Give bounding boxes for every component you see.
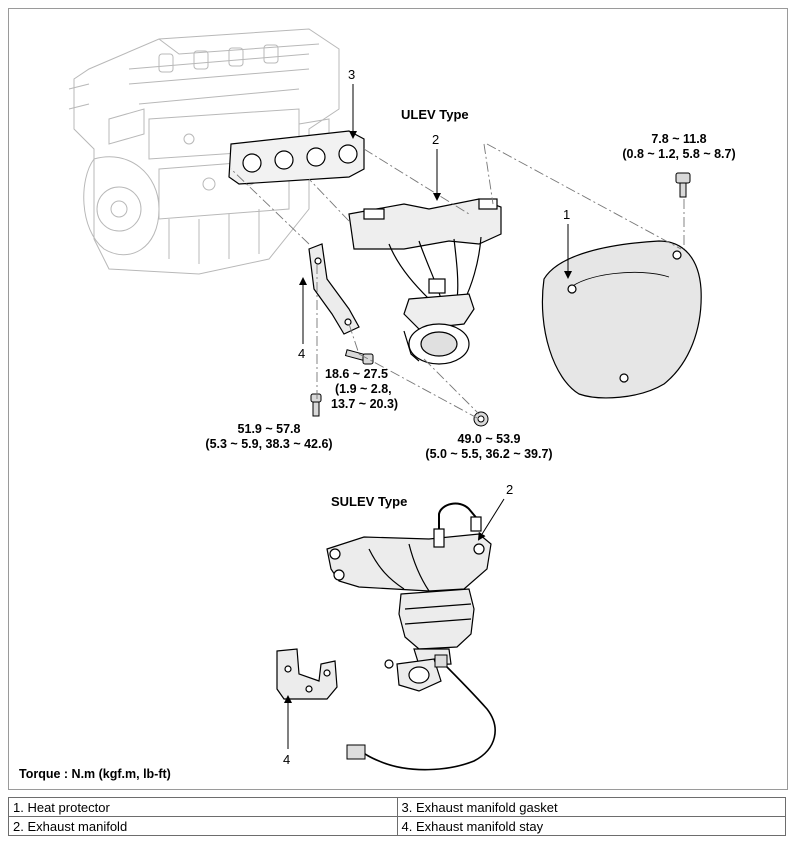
callout-leaders (284, 84, 572, 749)
callout-stay-4-ulev: 4 (298, 346, 306, 361)
diagram-artwork (68, 28, 702, 771)
legend-row: 2. Exhaust manifold 4. Exhaust manifold … (8, 816, 786, 836)
legend-cell: 3. Exhaust manifold gasket (396, 797, 786, 817)
heat-protector-bolt (675, 172, 691, 198)
sulev-exhaust-manifold (326, 502, 492, 692)
fasteners (310, 172, 691, 427)
callout-gasket-3: 3 (348, 67, 356, 82)
heat-protector (541, 240, 702, 399)
exhaust-manifold-diagram: ULEV Type SULEV Type 3 2 1 4 2 4 7.8 ~ 1… (8, 8, 788, 790)
torque-unit-note: Torque : N.m (kgf.m, lb-ft) (19, 767, 171, 781)
sulev-type-title: SULEV Type (331, 494, 408, 509)
parts-legend-table: 1. Heat protector 3. Exhaust manifold ga… (8, 797, 786, 836)
ulev-manifold-stay (308, 243, 360, 335)
torque-manifold-nut: 49.0 ~ 53.9 (5.0 ~ 5.5, 36.2 ~ 39.7) (425, 432, 553, 461)
torque-heat-protector-bolt: 7.8 ~ 11.8 (0.8 ~ 1.2, 5.8 ~ 8.7) (622, 132, 736, 161)
callout-stay-4-sulev: 4 (283, 752, 291, 767)
torque-stay-bolt-lower: 51.9 ~ 57.8 (5.3 ~ 5.9, 38.3 ~ 42.6) (205, 422, 333, 451)
callout-manifold-2-ulev: 2 (432, 132, 440, 147)
legend-cell: 4. Exhaust manifold stay (396, 816, 786, 836)
callout-manifold-2-sulev: 2 (506, 482, 514, 497)
ulev-exhaust-manifold (348, 198, 502, 365)
legend-cell: 1. Heat protector (8, 797, 398, 817)
oxygen-sensor-harness (346, 654, 496, 771)
legend-row: 1. Heat protector 3. Exhaust manifold ga… (8, 797, 786, 817)
callout-heat-protector-1: 1 (563, 207, 571, 222)
assembly-lines (230, 143, 685, 420)
sulev-manifold-stay (276, 648, 338, 700)
ulev-type-title: ULEV Type (401, 107, 469, 122)
torque-stay-bolt-upper: 18.6 ~ 27.5 (1.9 ~ 2.8, 13.7 ~ 20.3) (325, 367, 399, 411)
exhaust-manifold-gasket (228, 130, 365, 185)
stay-bolt-upper (344, 349, 374, 365)
legend-cell: 2. Exhaust manifold (8, 816, 398, 836)
manifold-nut (473, 411, 489, 427)
stay-bolt-lower (310, 393, 322, 417)
